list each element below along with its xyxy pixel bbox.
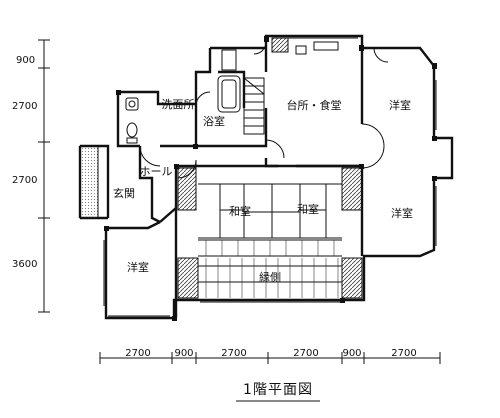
room-label-engawa: 縁側 [259, 270, 281, 284]
doors [139, 41, 389, 179]
dim-bottom-2700-b: 2700 [221, 348, 246, 359]
room-label-yoshitsu-sw: 洋室 [127, 260, 149, 274]
dim-bottom-2700-c: 2700 [293, 348, 318, 359]
walls [78, 34, 454, 320]
room-label-hall: ホール [140, 165, 173, 178]
room-label-yoshitsu-ne: 洋室 [389, 98, 411, 112]
dim-left-3600: 3600 [12, 259, 37, 270]
dim-bottom-2700-d: 2700 [391, 348, 416, 359]
windows [103, 37, 437, 317]
dim-left-2700-a: 2700 [12, 101, 37, 112]
washbasin [125, 97, 139, 111]
closet-se [341, 257, 363, 299]
room-label-senmenjo: 洗面所 [162, 98, 195, 111]
kitchen-sink [271, 37, 289, 53]
room-label-yoshitsu-e: 洋室 [391, 206, 413, 220]
oshiire-right [341, 167, 363, 211]
kitchen-counter [313, 41, 339, 51]
fixtures [125, 41, 339, 144]
room-label-genkan: 玄関 [113, 186, 135, 200]
columns [104, 36, 437, 321]
washing-machine [221, 49, 237, 71]
left-dimension-line: 900 2700 2700 3600 [12, 39, 50, 313]
room-labels: 洗面所 浴室 台所・食堂 洋室 ホール 玄関 和室 和室 洋室 洋室 縁側 [113, 98, 413, 284]
stairs [243, 77, 265, 135]
porch-tiles [79, 145, 99, 219]
toilet [126, 122, 138, 138]
hatched-areas [79, 37, 363, 299]
room-label-washitsu-right: 和室 [297, 202, 319, 216]
dim-bottom-900-a: 900 [174, 348, 193, 359]
engawa-lines [198, 239, 342, 298]
room-label-daidokoro: 台所・食堂 [287, 98, 342, 112]
dim-left-900: 900 [16, 55, 35, 66]
room-label-washitsu-left: 和室 [229, 204, 251, 218]
tatami-mats [198, 183, 342, 239]
bathtub [217, 75, 241, 113]
oshiire-left [177, 167, 197, 211]
room-label-yokushitsu: 浴室 [203, 114, 225, 128]
dim-bottom-900-b: 900 [342, 348, 361, 359]
dim-left-2700-b: 2700 [12, 175, 37, 186]
plan-title: 1階平面図 [243, 382, 313, 398]
dim-bottom-2700-a: 2700 [125, 348, 150, 359]
bottom-dimension-line: 2700 900 2700 2700 900 2700 [99, 348, 441, 364]
closet-sw [177, 257, 199, 299]
